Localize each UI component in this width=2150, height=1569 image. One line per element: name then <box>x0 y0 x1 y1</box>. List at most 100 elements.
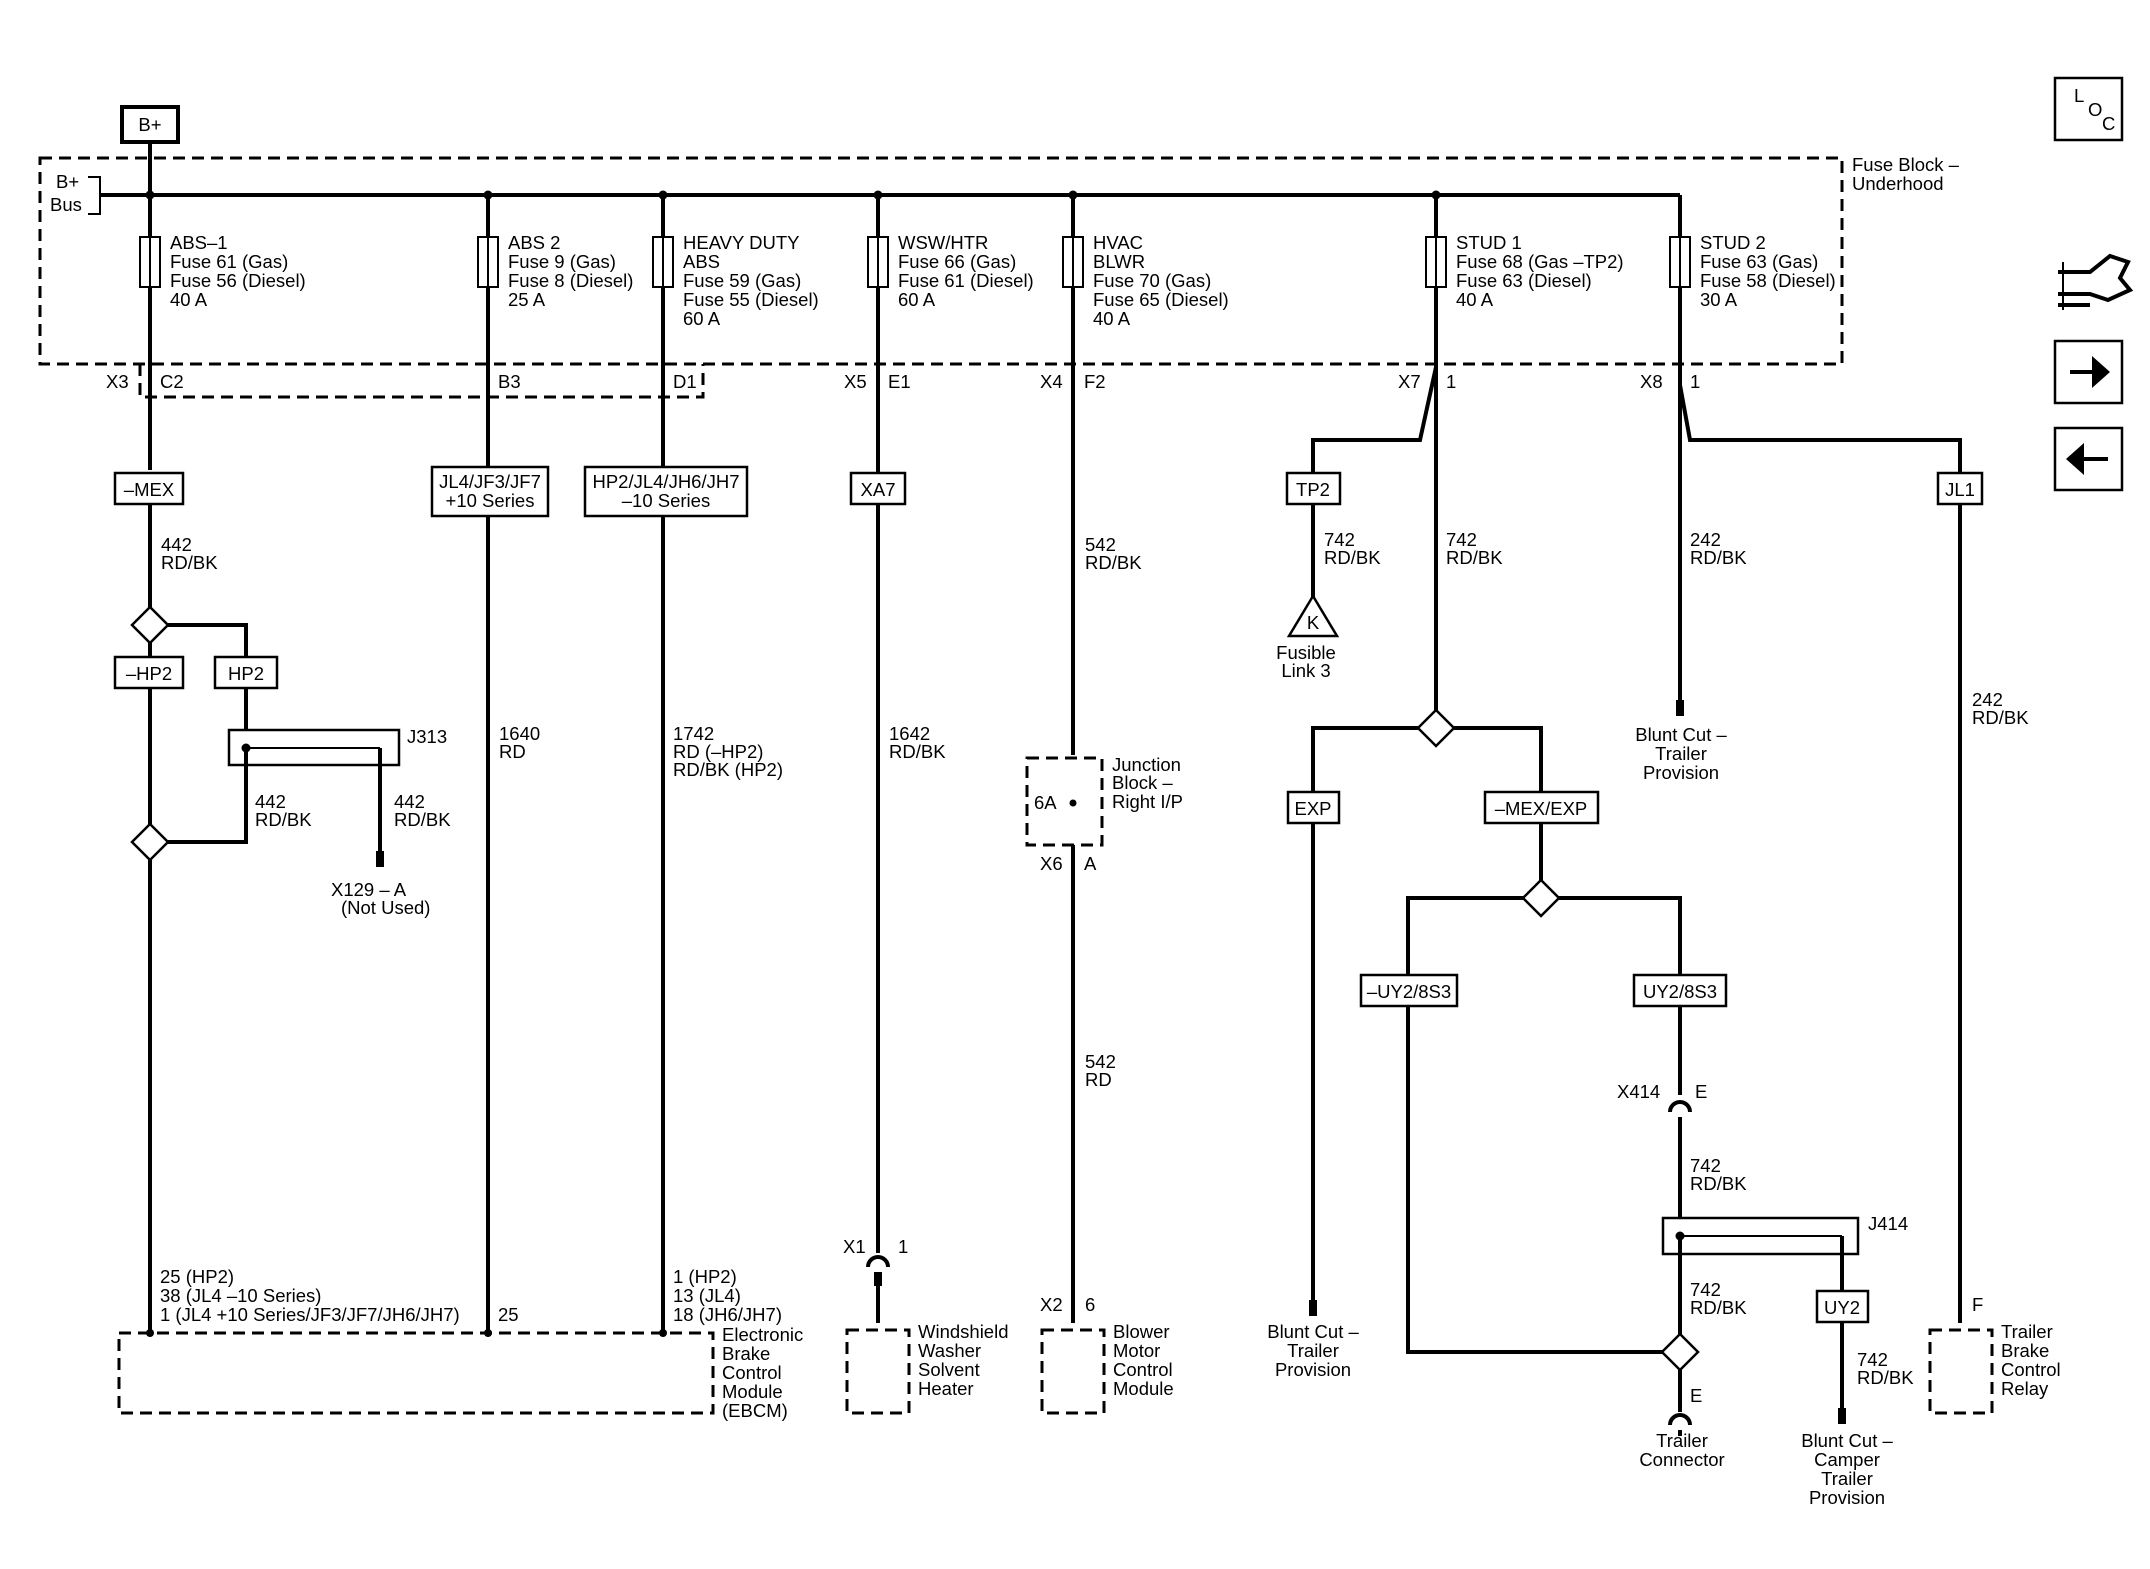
svg-text:Solvent: Solvent <box>918 1359 980 1380</box>
connector-x1: X1 <box>843 1236 866 1257</box>
svg-text:–MEX/EXP: –MEX/EXP <box>1495 798 1588 819</box>
svg-text:Control: Control <box>1113 1359 1173 1380</box>
connector-x8: X8 <box>1640 371 1663 392</box>
splice-diamond-trailer <box>1660 1332 1700 1372</box>
svg-text:C2: C2 <box>160 371 184 392</box>
svg-text:D1: D1 <box>673 371 697 392</box>
svg-text:40 A: 40 A <box>1093 308 1131 329</box>
diagnostic-tool-icon[interactable] <box>2058 253 2134 310</box>
svg-text:Module: Module <box>1113 1378 1174 1399</box>
svg-text:13 (JL4): 13 (JL4) <box>673 1285 741 1306</box>
option-tp2: TP2 <box>1285 471 1342 506</box>
svg-text:Heater: Heater <box>918 1378 974 1399</box>
splice-diamond-lower <box>130 822 170 862</box>
svg-text:742: 742 <box>1690 1279 1721 1300</box>
svg-text:742: 742 <box>1446 529 1477 550</box>
fuse-abs-1: ABS–1 Fuse 61 (Gas) Fuse 56 (Diesel) 40 … <box>139 232 306 310</box>
blower-motor-control-module: Blower Motor Control Module <box>1040 1321 1174 1415</box>
svg-text:Fuse 70 (Gas): Fuse 70 (Gas) <box>1093 270 1211 291</box>
svg-text:RD/BK: RD/BK <box>161 552 218 573</box>
svg-text:442: 442 <box>161 534 192 555</box>
svg-text:+10 Series: +10 Series <box>446 490 535 511</box>
svg-text:A: A <box>1084 853 1097 874</box>
connector-x4: X4 <box>1040 371 1063 392</box>
svg-text:HP2: HP2 <box>228 663 264 684</box>
svg-text:Fuse 68 (Gas –TP2): Fuse 68 (Gas –TP2) <box>1456 251 1624 272</box>
loc-button[interactable]: L O C <box>2053 76 2124 142</box>
svg-text:–UY2/8S3: –UY2/8S3 <box>1367 981 1451 1002</box>
svg-text:542: 542 <box>1085 1051 1116 1072</box>
svg-text:HVAC: HVAC <box>1093 232 1143 253</box>
svg-text:JL1: JL1 <box>1945 479 1975 500</box>
svg-text:Fuse 9 (Gas): Fuse 9 (Gas) <box>508 251 616 272</box>
fuse-heavy-duty-abs: HEAVY DUTY ABS Fuse 59 (Gas) Fuse 55 (Di… <box>652 232 819 329</box>
svg-text:RD/BK: RD/BK <box>889 741 946 762</box>
svg-text:B3: B3 <box>498 371 521 392</box>
option-uy2-8s3: UY2/8S3 <box>1632 973 1728 1008</box>
svg-text:Trailer: Trailer <box>2001 1321 2053 1342</box>
option-hp2: HP2 <box>213 655 279 690</box>
svg-text:RD (–HP2): RD (–HP2) <box>673 741 763 762</box>
svg-text:Relay: Relay <box>2001 1378 2049 1399</box>
svg-text:STUD 1: STUD 1 <box>1456 232 1522 253</box>
fuse-abs-2: ABS 2 Fuse 9 (Gas) Fuse 8 (Diesel) 25 A <box>477 232 633 310</box>
forward-arrow-button[interactable] <box>2053 339 2124 405</box>
svg-text:B+: B+ <box>138 114 161 135</box>
svg-text:Fuse 61 (Gas): Fuse 61 (Gas) <box>170 251 288 272</box>
svg-text:Provision: Provision <box>1643 762 1719 783</box>
svg-text:60 A: 60 A <box>683 308 721 329</box>
svg-text:F: F <box>1972 1294 1983 1315</box>
option-not-mex-exp: –MEX/EXP <box>1483 790 1600 825</box>
svg-text:40 A: 40 A <box>170 289 208 310</box>
svg-text:RD/BK: RD/BK <box>1857 1367 1914 1388</box>
option-jl1: JL1 <box>1936 471 1984 506</box>
power-source-b-plus: B+ <box>120 105 180 144</box>
svg-text:Fuse 63 (Diesel): Fuse 63 (Diesel) <box>1456 270 1592 291</box>
svg-text:E1: E1 <box>888 371 911 392</box>
svg-text:Trailer: Trailer <box>1656 1430 1708 1451</box>
splice-diamond-upper <box>130 605 170 645</box>
svg-text:ABS 2: ABS 2 <box>508 232 560 253</box>
svg-text:742: 742 <box>1690 1155 1721 1176</box>
svg-text:RD/BK: RD/BK <box>1690 547 1747 568</box>
svg-text:242: 242 <box>1972 689 2003 710</box>
svg-text:Provision: Provision <box>1275 1359 1351 1380</box>
svg-text:TP2: TP2 <box>1296 479 1330 500</box>
svg-text:Fuse 59 (Gas): Fuse 59 (Gas) <box>683 270 801 291</box>
svg-text:Fuse 55 (Diesel): Fuse 55 (Diesel) <box>683 289 819 310</box>
svg-text:Fuse 66 (Gas): Fuse 66 (Gas) <box>898 251 1016 272</box>
svg-text:WSW/HTR: WSW/HTR <box>898 232 988 253</box>
svg-text:E: E <box>1695 1081 1707 1102</box>
svg-text:UY2: UY2 <box>1824 1297 1860 1318</box>
fuse-block-outline <box>38 156 1844 366</box>
svg-text:J313: J313 <box>407 726 447 747</box>
back-arrow-button[interactable] <box>2053 426 2124 492</box>
svg-text:Brake: Brake <box>2001 1340 2049 1361</box>
ebcm-module: Electronic Brake Control Module (EBCM) <box>117 1324 803 1421</box>
svg-text:Fuse 8 (Diesel): Fuse 8 (Diesel) <box>508 270 633 291</box>
svg-text:O: O <box>2088 99 2102 120</box>
svg-text:RD/BK: RD/BK <box>394 809 451 830</box>
svg-text:Camper: Camper <box>1814 1449 1880 1470</box>
fuse-block-label: Fuse Block – <box>1852 154 1960 175</box>
option-jl4-plus10: JL4/JF3/JF7 +10 Series <box>430 465 550 518</box>
blunt-cut-trailer-provision-stud2: Blunt Cut – Trailer Provision <box>1635 724 1727 783</box>
svg-text:ABS–1: ABS–1 <box>170 232 228 253</box>
svg-text:(EBCM): (EBCM) <box>722 1400 788 1421</box>
option-xa7: XA7 <box>849 471 907 506</box>
svg-text:XA7: XA7 <box>861 479 896 500</box>
svg-text:JL4/JF3/JF7: JL4/JF3/JF7 <box>439 471 541 492</box>
connector-x3: X3 <box>106 371 129 392</box>
option-exp: EXP <box>1286 790 1341 825</box>
svg-text:242: 242 <box>1690 529 1721 550</box>
svg-text:742: 742 <box>1324 529 1355 550</box>
svg-text:Module: Module <box>722 1381 783 1402</box>
connector-x2: X2 <box>1040 1294 1063 1315</box>
svg-text:Blunt Cut –: Blunt Cut – <box>1801 1430 1893 1451</box>
connector-x7: X7 <box>1398 371 1421 392</box>
svg-text:Fuse 58 (Diesel): Fuse 58 (Diesel) <box>1700 270 1836 291</box>
svg-text:Electronic: Electronic <box>722 1324 803 1345</box>
option-not-uy2-8s3: –UY2/8S3 <box>1359 973 1459 1008</box>
svg-text:RD/BK: RD/BK <box>255 809 312 830</box>
svg-text:ABS: ABS <box>683 251 720 272</box>
